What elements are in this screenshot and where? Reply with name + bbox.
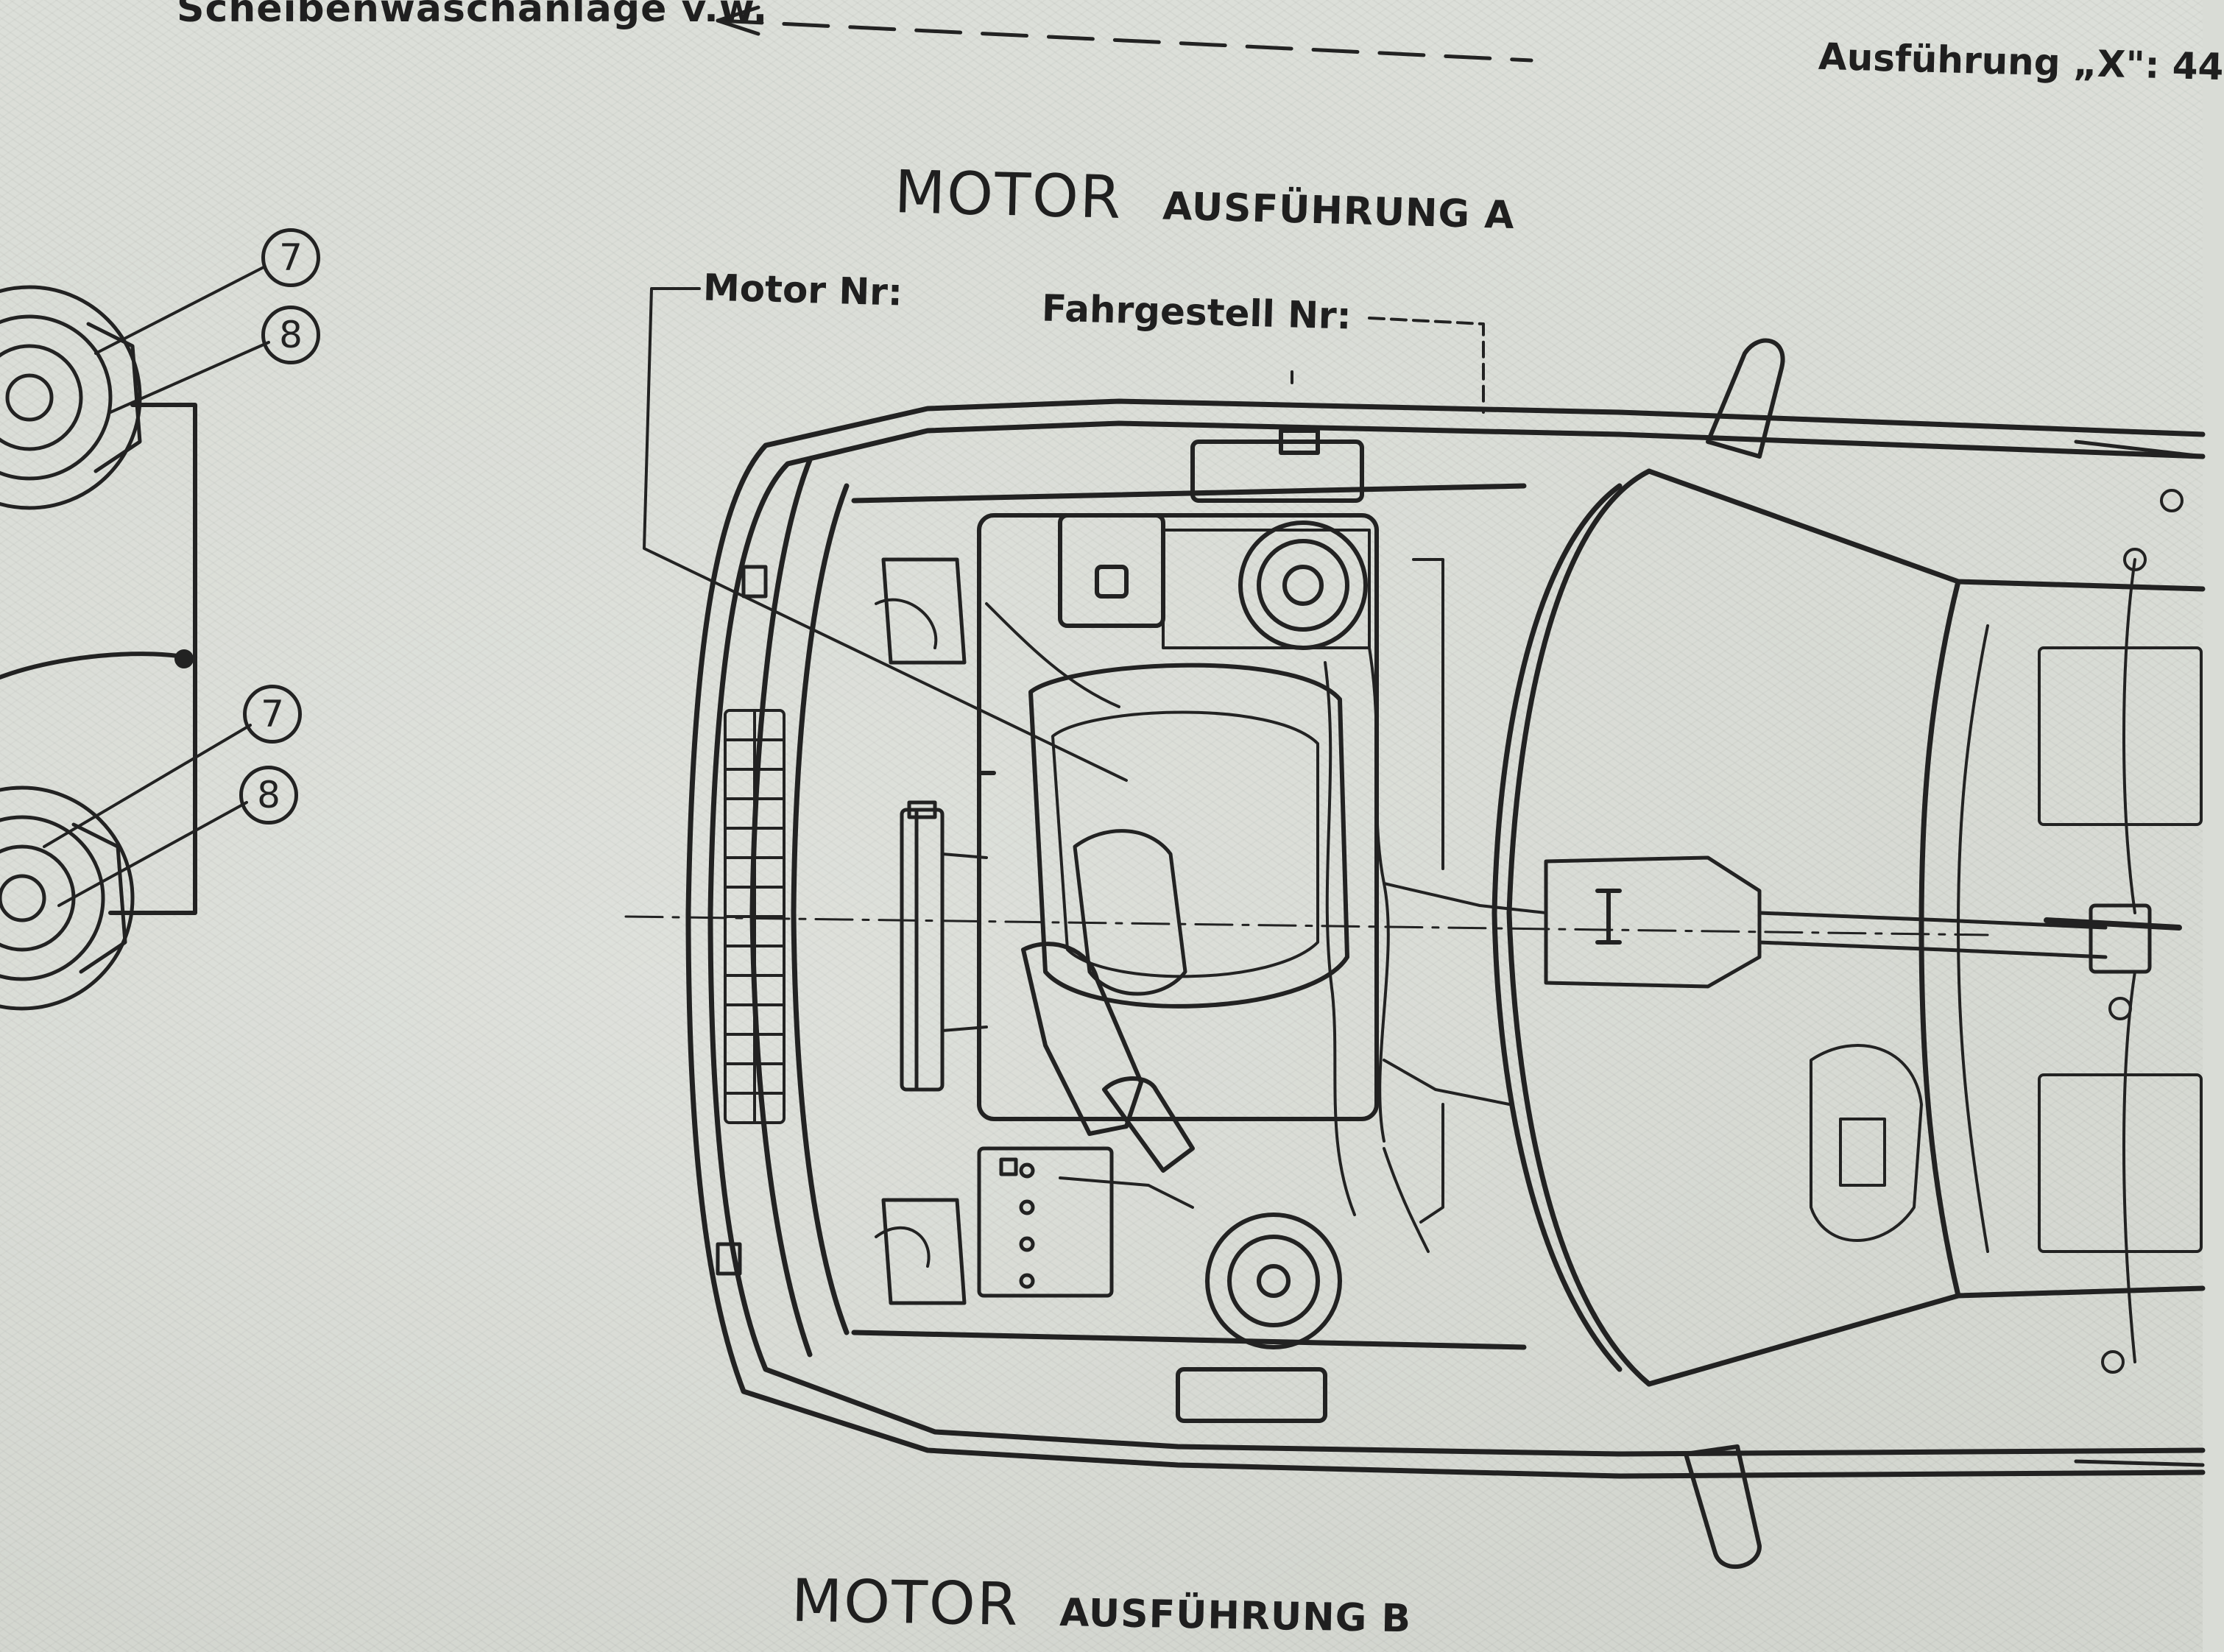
- title-motor-b-main: MOTOR: [791, 1566, 1020, 1639]
- car-body-outline: [685, 398, 2206, 1479]
- title-motor-b-sub: AUSFÜHRUNG B: [1059, 1591, 1412, 1642]
- motor-nr-field: Motor Nr:: [702, 266, 903, 314]
- air-filter-housing: [1190, 428, 1368, 650]
- brake-booster: [1176, 1212, 1342, 1423]
- left-wiring-bus: [0, 265, 270, 915]
- callout-8-upper: 8: [261, 306, 320, 364]
- radiator: [900, 800, 945, 1092]
- rear-seats-interior: [1810, 440, 2205, 1467]
- callout-7-lower: 7: [243, 685, 302, 744]
- title-motor-b: MOTOR AUSFÜHRUNG B: [791, 1567, 1412, 1646]
- engine-block: [977, 513, 1379, 1173]
- center-axis: [624, 915, 1989, 936]
- callout-8-lower: 8: [239, 766, 298, 825]
- left-headlight-lower: [0, 786, 135, 1011]
- title-motor-a-sub: AUSFÜHRUNG A: [1162, 184, 1516, 239]
- transmission-tunnel: [1544, 855, 2182, 989]
- battery: [977, 1146, 1114, 1298]
- front-lamp-housings: [716, 557, 967, 1305]
- top-dashed-arrow: [716, 5, 1533, 63]
- top-left-fragment-label: Scheibenwaschanlage v.w.: [177, 0, 769, 31]
- callout-7-upper: 7: [261, 228, 320, 287]
- left-headlight-upper: [0, 285, 142, 510]
- title-motor-a-main: MOTOR: [893, 157, 1123, 233]
- front-grille: [724, 709, 786, 1124]
- fahrgestell-nr-field: Fahrgestell Nr:: [1041, 286, 1352, 338]
- engine-wiring: [875, 558, 1547, 1268]
- label-leader-lines: [643, 287, 1485, 782]
- side-mirrors: [1684, 338, 1785, 1569]
- windscreen-cabin: [1492, 468, 2206, 1387]
